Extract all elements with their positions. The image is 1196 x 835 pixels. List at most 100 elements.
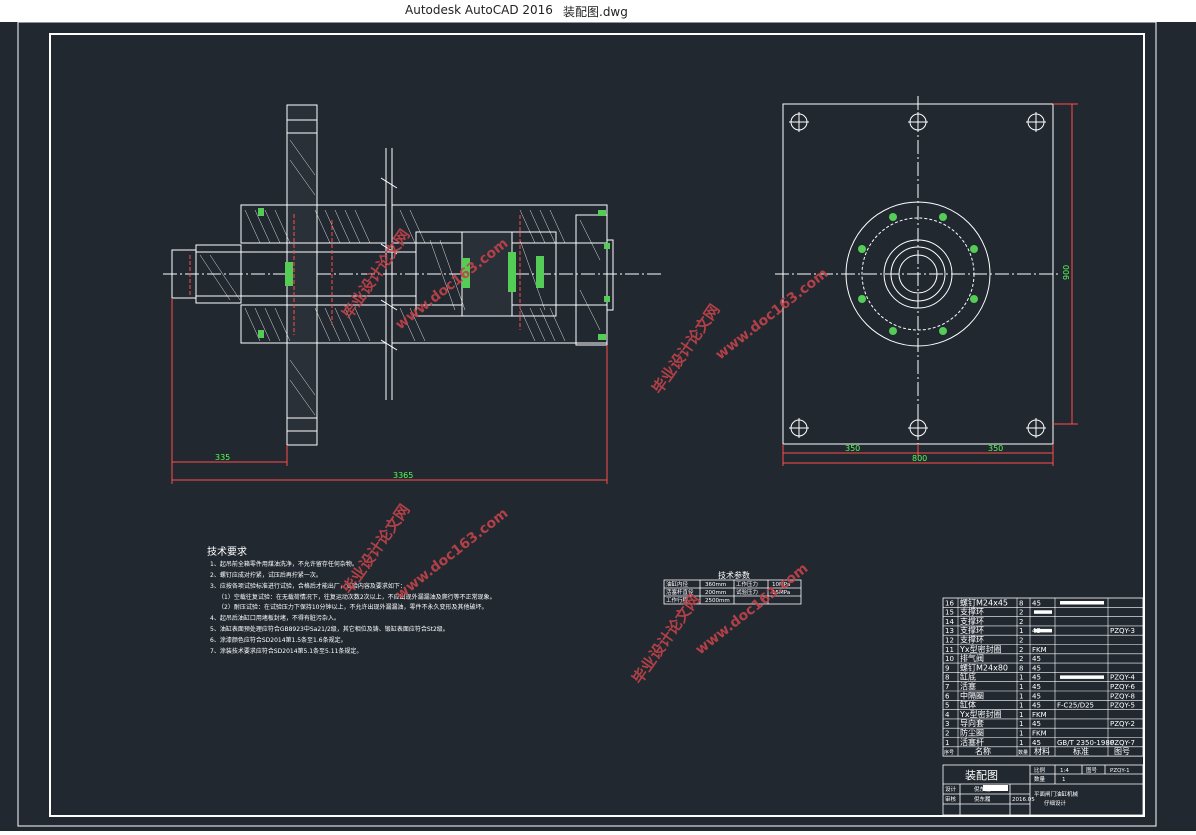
dim-front-total: 3365 bbox=[393, 471, 413, 480]
bom-cell: 1 bbox=[1019, 683, 1023, 691]
bom-cell: 缸体 bbox=[960, 700, 976, 710]
dim-side-width: 800 bbox=[912, 454, 927, 463]
app-title: Autodesk AutoCAD 2016 bbox=[405, 3, 553, 17]
tb-scale-label: 比例 bbox=[1034, 766, 1046, 774]
bom-cell: 10 bbox=[945, 655, 954, 663]
bom-cell: 2 bbox=[945, 730, 949, 738]
bom-cell: 导向套 bbox=[960, 718, 984, 728]
dim-side-half-right: 350 bbox=[988, 444, 1003, 453]
tp-cell: 2500mm bbox=[705, 598, 730, 604]
tech-req-line: 1、起吊前全箱零件用煤油洗净，不允许留存任何杂物。 bbox=[210, 560, 358, 568]
bom-cell: 防尘圈 bbox=[960, 728, 984, 738]
bom-cell: FKM bbox=[1032, 646, 1047, 654]
bom-cell: 9 bbox=[945, 664, 949, 672]
front-section-view[interactable] bbox=[163, 104, 662, 484]
bom-cell: FKM bbox=[1032, 730, 1047, 738]
bom-cell: 1 bbox=[1019, 674, 1023, 682]
bom-cell: 2 bbox=[1019, 637, 1023, 645]
bom-cell: 45 bbox=[1032, 720, 1041, 728]
bom-table: 16螺钉M24x4584515支撑环214支撑环213支撑环145PZQY-31… bbox=[942, 597, 1144, 757]
tp-cell: 活塞杆直径 bbox=[666, 588, 694, 596]
bom-cell: 2 bbox=[1019, 655, 1023, 663]
bom-cell: 1 bbox=[1019, 692, 1023, 700]
bom-cell: 11 bbox=[945, 646, 954, 654]
tb-designer: 倪东履 bbox=[974, 785, 991, 793]
bom-cell: 1 bbox=[1019, 730, 1023, 738]
bom-cell: 45 bbox=[1032, 674, 1041, 682]
bom-cell: 8 bbox=[945, 674, 949, 682]
bom-cell: 1 bbox=[1019, 739, 1023, 747]
tech-req-line: 7、涂装技术要求应符合SD2014第5.1条至5.11条规定。 bbox=[210, 647, 362, 655]
tb-qty: 1 bbox=[1062, 777, 1066, 783]
bom-cell: 15 bbox=[945, 609, 954, 617]
window-titlebar: Autodesk AutoCAD 2016 装配图.dwg bbox=[0, 0, 1196, 22]
tech-req-line: 3、应按各项试验标准进行试验，合格后才能出厂，试验内容及要求如下： bbox=[210, 582, 406, 590]
bom-cell: 1 bbox=[945, 739, 949, 747]
bom-header-material: 材料 bbox=[1034, 746, 1050, 756]
tech-req-line: 4、起吊后油缸口用堵板封堵，不得有脏污杂入。 bbox=[210, 614, 340, 622]
bom-cell: 13 bbox=[945, 627, 954, 635]
bom-header-no: 序号 bbox=[944, 749, 954, 756]
bom-cell: 45 bbox=[1032, 692, 1041, 700]
bom-cell: PZQY-5 bbox=[1110, 702, 1135, 710]
bom-cell: PZQY-6 bbox=[1110, 683, 1135, 691]
tech-req-line: 2、螺钉应成对拧紧，试压后再拧紧一次。 bbox=[210, 571, 322, 579]
bom-cell: 8 bbox=[1019, 599, 1023, 607]
tech-req-line: （2）耐压试验：在试验压力下保持10分钟以上，不允许出现外漏漏油，零件不永久变形… bbox=[218, 603, 487, 611]
dim-side-half-left: 350 bbox=[845, 444, 860, 453]
model-space[interactable]: 335 3365 350 bbox=[0, 21, 1196, 831]
bom-header-qty: 数量 bbox=[1018, 749, 1028, 756]
tb-check-label: 审核 bbox=[945, 795, 957, 803]
bom-cell: 螺钉M24x45 bbox=[960, 597, 1008, 607]
bom-cell: 2 bbox=[1019, 609, 1023, 617]
tb-redaction bbox=[983, 785, 1008, 791]
bom-cell: PZQY-7 bbox=[1110, 739, 1135, 747]
bom-cell: 45 bbox=[1032, 683, 1041, 691]
drawing-canvas[interactable]: 335 3365 350 bbox=[0, 21, 1196, 831]
drawing-name: 装配图 bbox=[965, 769, 998, 782]
side-view[interactable] bbox=[775, 96, 1078, 466]
bom-header-name: 名称 bbox=[975, 746, 991, 756]
bom-cell: 支撑环 bbox=[960, 635, 984, 645]
bom-cell: 2 bbox=[1019, 618, 1023, 626]
bom-cell: 1 bbox=[1019, 702, 1023, 710]
bom-cell: 排气阀 bbox=[960, 653, 984, 663]
tp-cell: 工作行程 bbox=[666, 596, 689, 604]
tb-project-1: 平面闸门油缸机械 bbox=[1034, 790, 1079, 798]
bom-cell: 1 bbox=[1019, 627, 1023, 635]
bom-cell: 16 bbox=[945, 599, 954, 607]
file-title: 装配图.dwg bbox=[563, 5, 628, 19]
bom-header-drawing: 图号 bbox=[1114, 747, 1130, 756]
tp-cell: 试验压力 bbox=[736, 588, 758, 596]
bom-cell: 1 bbox=[1019, 711, 1023, 719]
bom-cell: 支撑环 bbox=[960, 625, 984, 635]
bom-cell: Yx型密封圈 bbox=[959, 709, 1002, 719]
bom-cell: 支撑环 bbox=[960, 616, 984, 626]
tb-sheet: PZQY-1 bbox=[1110, 768, 1130, 774]
bom-cell: 12 bbox=[945, 637, 954, 645]
bom-cell: PZQY-3 bbox=[1110, 627, 1135, 635]
tb-date: 2016.05 bbox=[1012, 797, 1035, 803]
bom-cell: 4 bbox=[945, 711, 950, 719]
tech-req-title: 技术要求 bbox=[207, 545, 247, 558]
tech-req-line: 5、油缸表面预处理应符合GB8923中Sa21/2级，其它相位及铸、锻缸表面应符… bbox=[210, 625, 449, 633]
bom-cell: 45 bbox=[1032, 664, 1041, 672]
tech-params-title: 技术参数 bbox=[718, 570, 750, 580]
bom-cell: GB/T 2350-1980 bbox=[1057, 739, 1114, 747]
bom-cell: 8 bbox=[1019, 664, 1023, 672]
bom-cell: 14 bbox=[945, 618, 954, 626]
tb-checker: 倪东履 bbox=[974, 795, 991, 803]
tp-cell: 15MPa bbox=[772, 590, 790, 596]
bom-cell: 螺钉M24x80 bbox=[960, 662, 1008, 672]
tp-cell: 工作压力 bbox=[736, 580, 758, 588]
title-block: 装配图 比例 1:4 图号 PZQY-1 数量 1 设计 倪东履 审核 倪东履 … bbox=[942, 764, 1144, 816]
bom-cell: Yx型密封圈 bbox=[959, 644, 1002, 654]
bom-cell: 活塞 bbox=[960, 681, 976, 691]
tp-cell: 油缸内径 bbox=[666, 580, 689, 588]
dim-front-left: 335 bbox=[215, 453, 230, 462]
tb-qty-label: 数量 bbox=[1034, 775, 1046, 783]
bom-cell: FKM bbox=[1032, 711, 1047, 719]
tb-design-label: 设计 bbox=[945, 785, 957, 793]
tb-sheet-label: 图号 bbox=[1086, 766, 1098, 774]
bom-header-standard: 标准 bbox=[1073, 746, 1089, 756]
